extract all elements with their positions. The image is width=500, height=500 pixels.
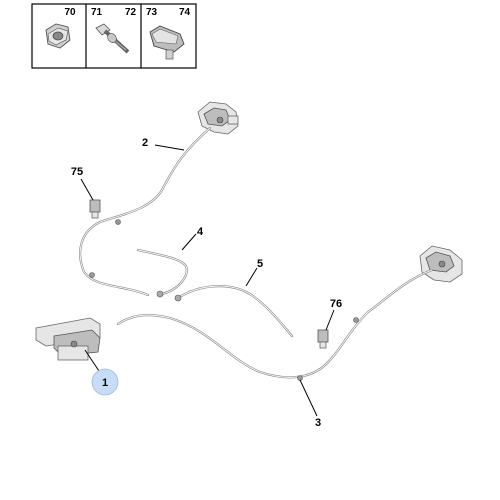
part-number-72: 72 xyxy=(125,7,137,18)
callout-4: 4 xyxy=(197,226,204,238)
clip-icon xyxy=(149,25,185,60)
lower-caliper xyxy=(419,245,463,283)
clip-76 xyxy=(317,329,329,349)
part-number-74: 74 xyxy=(179,7,191,18)
part-number-71: 71 xyxy=(91,7,103,18)
hardware-parts-table: 70 71 72 73 74 xyxy=(31,3,197,69)
callout-5: 5 xyxy=(257,258,263,270)
callout-2: 2 xyxy=(142,137,148,149)
cable-4 xyxy=(136,248,188,298)
cable-2 xyxy=(79,126,212,297)
clip-75 xyxy=(89,199,101,219)
highlight-badge xyxy=(91,368,119,396)
bolt-icon xyxy=(95,23,130,54)
callout-75: 75 xyxy=(71,166,83,178)
callout-76: 76 xyxy=(330,298,342,310)
callout-1: 1 xyxy=(102,377,108,389)
upper-caliper xyxy=(197,101,239,135)
handbrake-lever xyxy=(35,317,101,361)
nut-icon xyxy=(45,23,71,49)
part-number-73: 73 xyxy=(146,7,158,18)
leader-lines xyxy=(80,144,335,417)
cable-3 xyxy=(116,268,434,381)
part-number-70: 70 xyxy=(64,7,76,18)
cable-5 xyxy=(174,285,294,338)
callout-3: 3 xyxy=(315,417,321,429)
